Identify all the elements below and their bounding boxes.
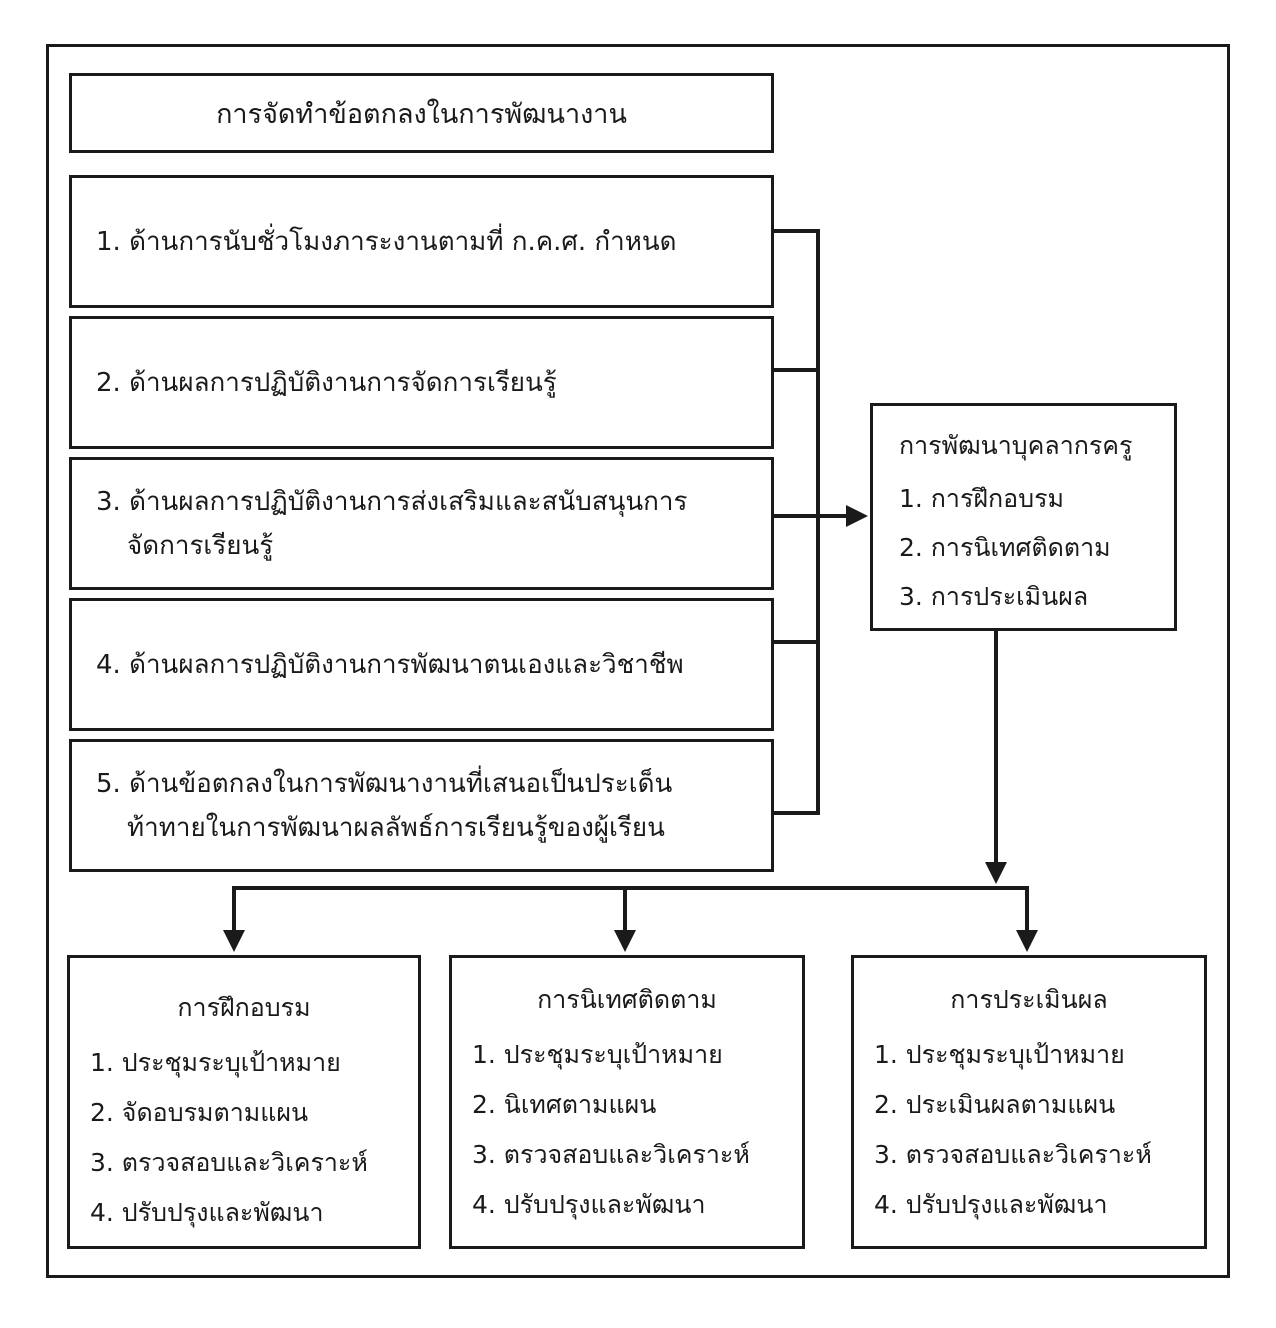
title-box: การจัดทำข้อตกลงในการพัฒนางาน: [69, 73, 774, 153]
supervision-item-3: 3. ตรวจสอบและวิเคราะห์: [472, 1140, 750, 1169]
development-item-1: 1. การฝึกอบรม: [899, 484, 1064, 513]
training-box: การฝึกอบรม 1. ประชุมระบุเป้าหมาย 2. จัดอ…: [67, 955, 421, 1249]
development-box: การพัฒนาบุคลากรครู 1. การฝึกอบรม 2. การน…: [870, 403, 1177, 631]
training-item-1: 1. ประชุมระบุเป้าหมาย: [90, 1048, 341, 1077]
aspect-box-2: 2. ด้านผลการปฏิบัติงานการจัดการเรียนรู้: [69, 316, 774, 449]
evaluation-box: การประเมินผล 1. ประชุมระบุเป้าหมาย 2. ปร…: [851, 955, 1207, 1249]
training-item-2: 2. จัดอบรมตามแผน: [90, 1098, 309, 1127]
supervision-item-2: 2. นิเทศตามแผน: [472, 1090, 657, 1119]
arrowhead-down: [985, 862, 1007, 884]
development-item-2: 2. การนิเทศติดตาม: [899, 533, 1111, 562]
arrowhead-development: [846, 505, 868, 527]
training-heading: การฝึกอบรม: [177, 993, 311, 1022]
aspect-2-line-1: 2. ด้านผลการปฏิบัติงานการจัดการเรียนรู้: [96, 367, 557, 398]
evaluation-item-1: 1. ประชุมระบุเป้าหมาย: [874, 1040, 1125, 1069]
aspect-1-line-1: 1. ด้านการนับชั่วโมงภาระงานตามที่ ก.ค.ศ.…: [96, 226, 677, 257]
aspect-3-line-1: 3. ด้านผลการปฏิบัติงานการส่งเสริมและสนับ…: [96, 486, 688, 517]
arrowhead-training: [223, 930, 245, 952]
aspect-box-5: 5. ด้านข้อตกลงในการพัฒนางานที่เสนอเป็นปร…: [69, 739, 774, 872]
aspect-5-line-1: 5. ด้านข้อตกลงในการพัฒนางานที่เสนอเป็นปร…: [96, 768, 673, 799]
aspect-5-line-2: ท้าทายในการพัฒนาผลลัพธ์การเรียนรู้ของผู้…: [127, 812, 665, 843]
diagram-frame: [46, 44, 1230, 1278]
training-item-4: 4. ปรับปรุงและพัฒนา: [90, 1198, 324, 1227]
title-text: การจัดทำข้อตกลงในการพัฒนางาน: [216, 98, 627, 130]
supervision-item-1: 1. ประชุมระบุเป้าหมาย: [472, 1040, 723, 1069]
arrowhead-supervision: [614, 930, 636, 952]
supervision-heading: การนิเทศติดตาม: [537, 985, 717, 1014]
aspect-box-4: 4. ด้านผลการปฏิบัติงานการพัฒนาตนเองและวิ…: [69, 598, 774, 731]
evaluation-item-2: 2. ประเมินผลตามแผน: [874, 1090, 1116, 1119]
aspect-4-line-1: 4. ด้านผลการปฏิบัติงานการพัฒนาตนเองและวิ…: [96, 649, 684, 680]
supervision-item-4: 4. ปรับปรุงและพัฒนา: [472, 1190, 706, 1219]
supervision-box: การนิเทศติดตาม 1. ประชุมระบุเป้าหมาย 2. …: [449, 955, 805, 1249]
arrowhead-evaluation: [1016, 930, 1038, 952]
aspect-3-line-2: จัดการเรียนรู้: [127, 530, 274, 561]
aspect-box-1: 1. ด้านการนับชั่วโมงภาระงานตามที่ ก.ค.ศ.…: [69, 175, 774, 308]
evaluation-item-4: 4. ปรับปรุงและพัฒนา: [874, 1190, 1108, 1219]
training-item-3: 3. ตรวจสอบและวิเคราะห์: [90, 1148, 368, 1177]
evaluation-item-3: 3. ตรวจสอบและวิเคราะห์: [874, 1140, 1152, 1169]
development-heading: การพัฒนาบุคลากรครู: [899, 431, 1133, 460]
development-item-3: 3. การประเมินผล: [899, 582, 1089, 611]
aspect-box-3: 3. ด้านผลการปฏิบัติงานการส่งเสริมและสนับ…: [69, 457, 774, 590]
evaluation-heading: การประเมินผล: [950, 985, 1108, 1014]
